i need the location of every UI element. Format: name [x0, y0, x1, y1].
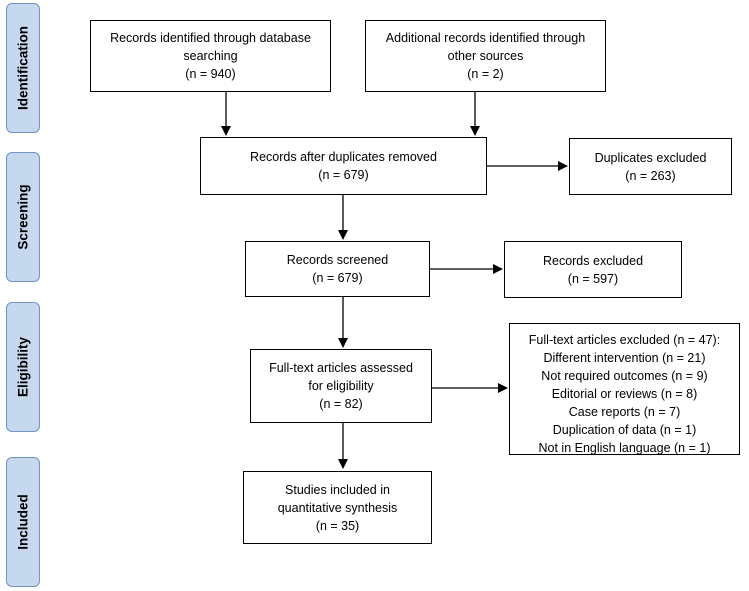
box-fulltext-assessed: Full-text articles assessed for eligibil…	[250, 349, 432, 423]
records-excluded-count: (n = 597)	[567, 271, 619, 286]
after-dupes-line1: Records after duplicates removed	[250, 150, 437, 164]
other-records-count: (n = 2)	[467, 67, 504, 81]
box-duplicates-excluded: Duplicates excluded (n = 263)	[569, 138, 732, 195]
fulltext-excluded-title: Full-text articles excluded (n = 47):	[528, 333, 721, 347]
included-line2: quantitative synthesis	[277, 500, 398, 515]
box-studies-included: Studies included in quantitative synthes…	[243, 471, 432, 544]
dupes-excluded-count: (n = 263)	[625, 168, 676, 183]
box-database-records: Records identified through database sear…	[90, 20, 331, 92]
box-after-duplicates: Records after duplicates removed (n = 67…	[200, 137, 487, 195]
fulltext-line2: for eligibility	[308, 379, 374, 393]
db-records-line2: searching	[183, 49, 238, 63]
other-records-line2: other sources	[447, 49, 524, 63]
box-additional-records: Additional records identified through ot…	[365, 20, 606, 92]
box-records-screened: Records screened (n = 679)	[245, 241, 430, 297]
phase-included: Included	[6, 457, 40, 587]
fulltext-count: (n = 82)	[319, 397, 363, 411]
exclusion-reason: Not required outcomes (n = 9)	[541, 369, 708, 383]
dupes-excluded-line1: Duplicates excluded	[594, 150, 707, 165]
exclusion-reason: Editorial or reviews (n = 8)	[551, 387, 698, 401]
after-dupes-count: (n = 679)	[318, 168, 369, 182]
exclusion-reason: Case reports (n = 7)	[568, 405, 681, 419]
box-records-excluded: Records excluded (n = 597)	[504, 241, 682, 298]
included-count: (n = 35)	[315, 518, 360, 533]
included-line1: Studies included in	[285, 482, 390, 497]
phase-identification: Identification	[6, 3, 40, 133]
screened-line1: Records screened	[286, 253, 389, 267]
db-records-count: (n = 940)	[185, 67, 236, 81]
phase-screening: Screening	[6, 152, 40, 282]
db-records-line1: Records identified through database	[110, 31, 311, 45]
phase-eligibility: Eligibility	[6, 302, 40, 432]
other-records-line1: Additional records identified through	[385, 31, 586, 45]
fulltext-line1: Full-text articles assessed	[269, 361, 413, 375]
exclusion-reason: Different intervention (n = 21)	[543, 351, 706, 365]
screened-count: (n = 679)	[312, 271, 363, 285]
box-fulltext-excluded: Full-text articles excluded (n = 47): Di…	[509, 323, 740, 455]
records-excluded-line1: Records excluded	[542, 253, 644, 268]
exclusion-reason: Duplication of data (n = 1)	[552, 423, 697, 437]
exclusion-reason: Not in English language (n = 1)	[538, 441, 711, 455]
